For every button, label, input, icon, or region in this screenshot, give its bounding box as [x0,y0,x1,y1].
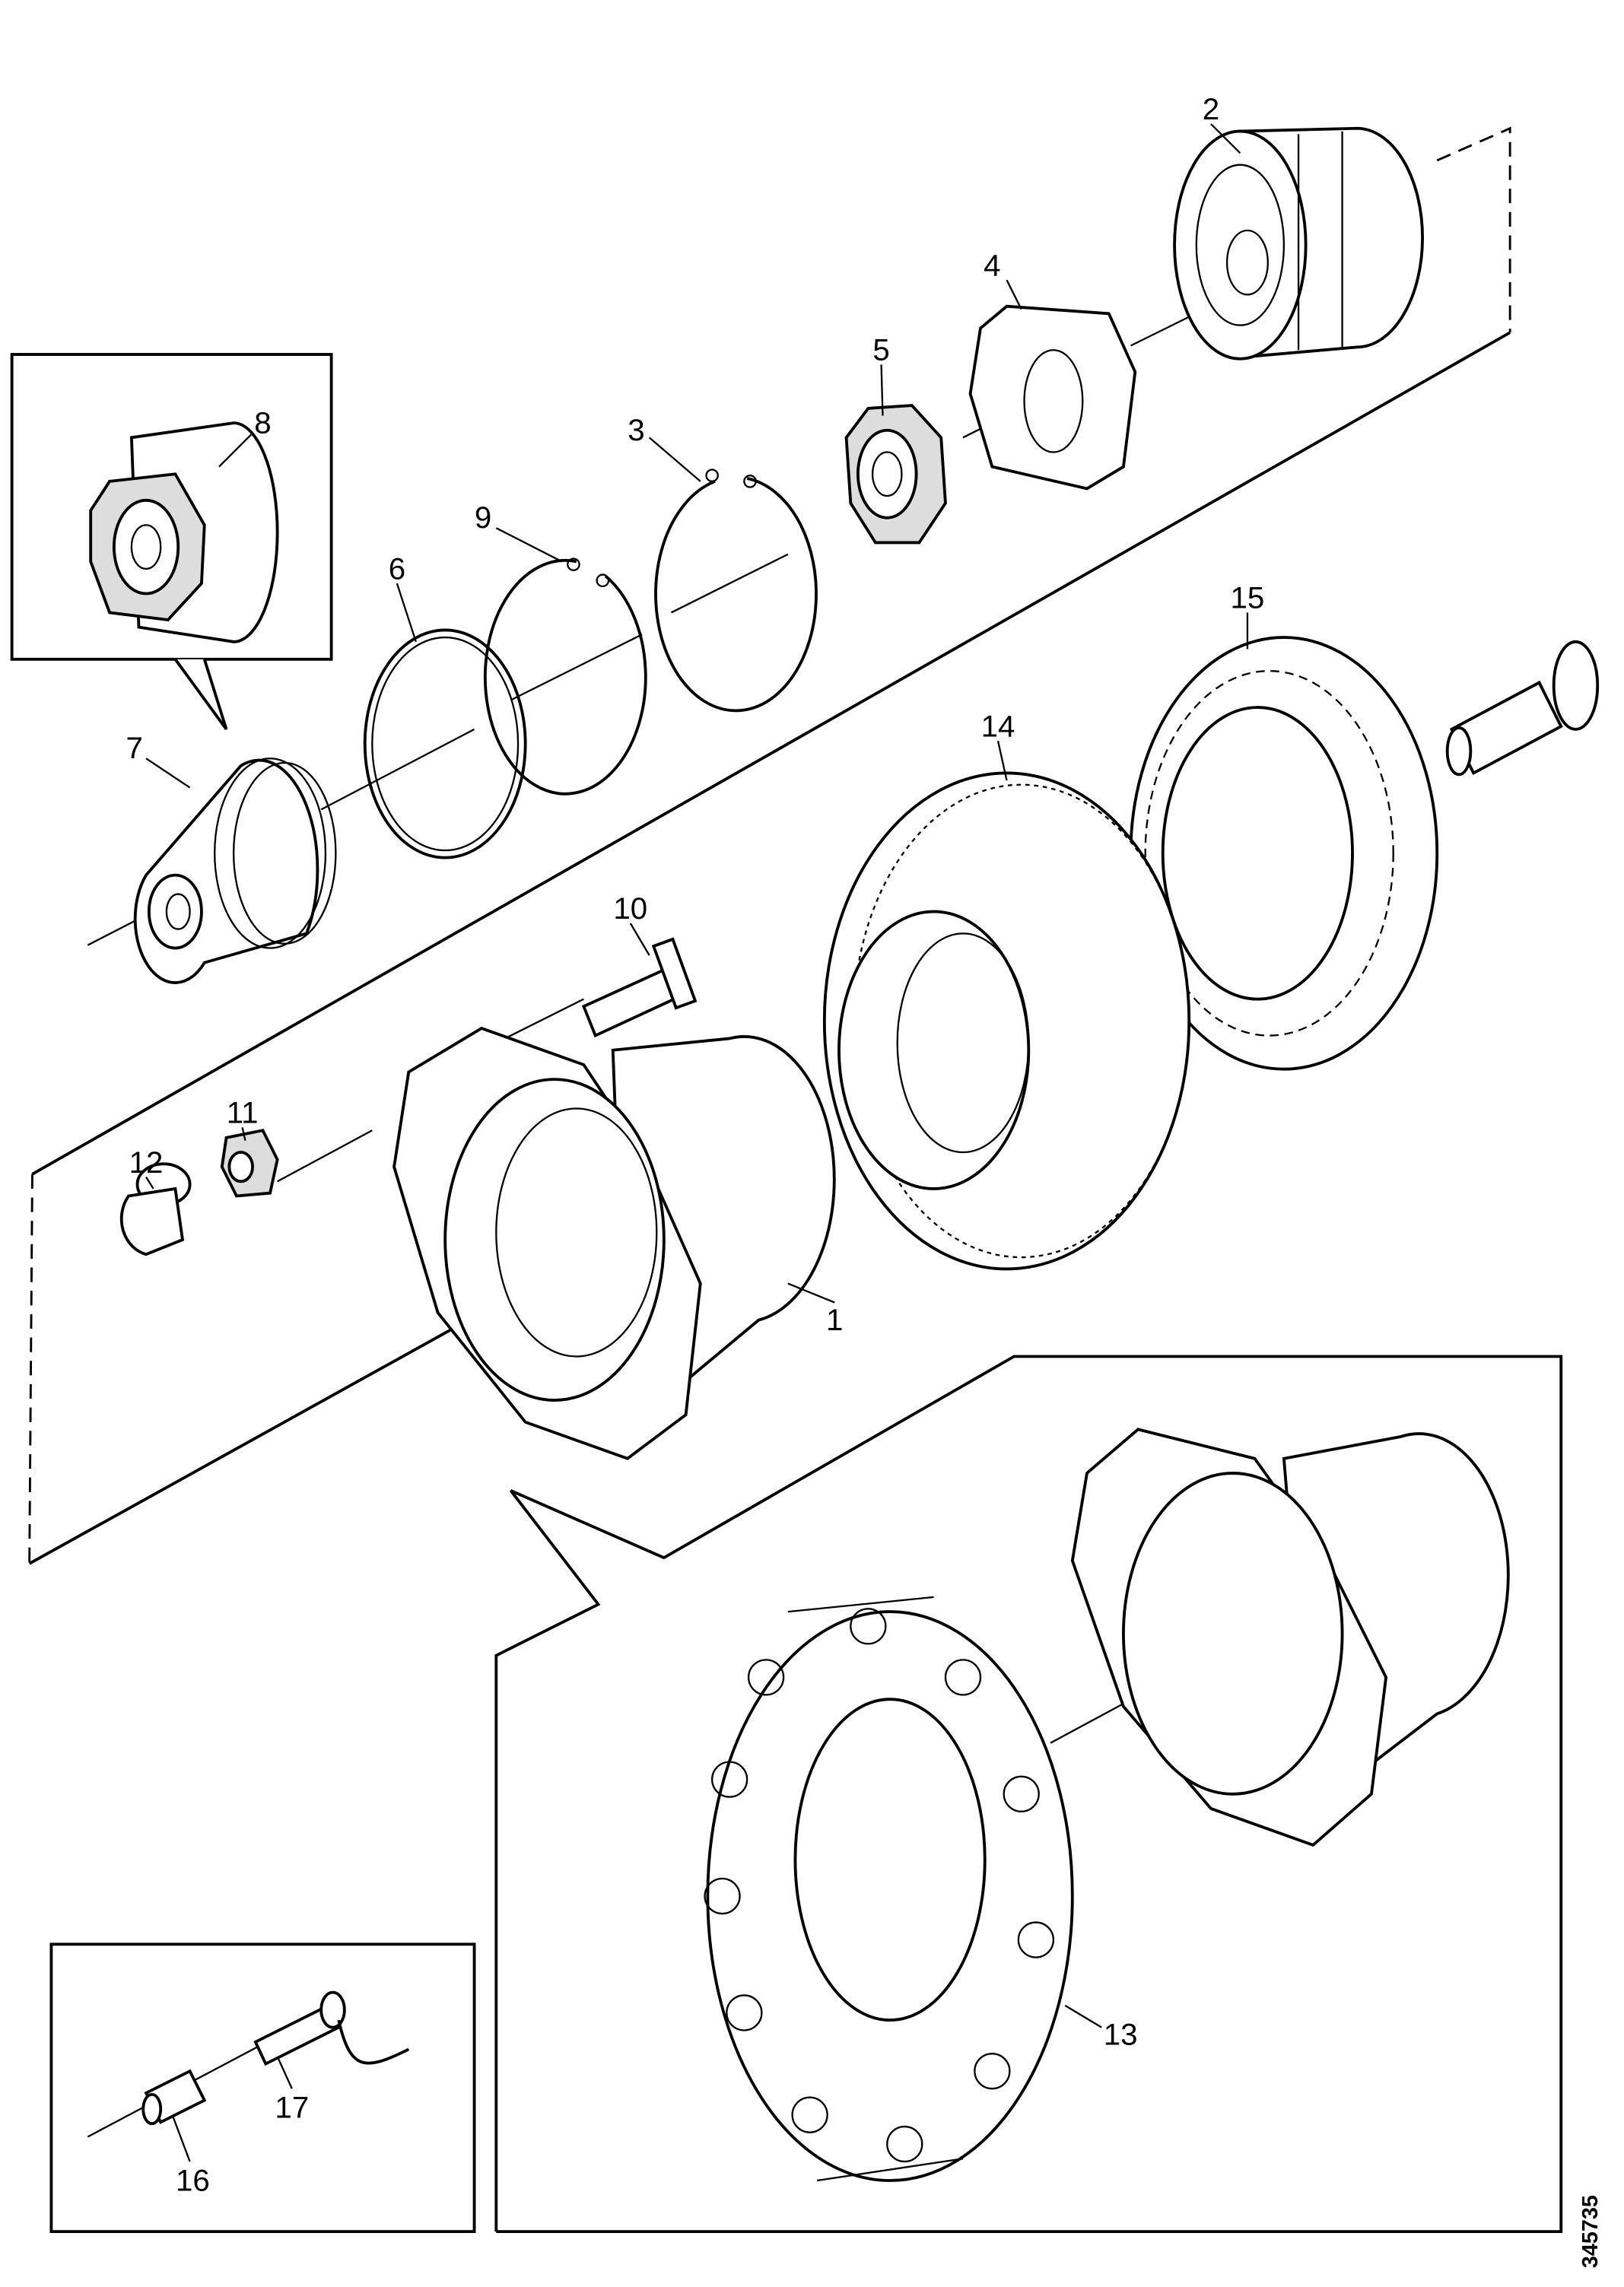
part-7-hub-cap [133,758,337,984]
callout-15: 15 [1231,581,1265,615]
callout-6: 6 [389,551,405,586]
callout-17: 17 [275,2091,309,2125]
callout-4: 4 [984,248,1000,282]
callout-7: 7 [126,731,143,765]
callout-5: 5 [872,333,889,367]
callout-2: 2 [1203,92,1219,126]
part-6-o-ring [363,628,527,859]
callout-11: 11 [227,1096,259,1130]
inset-frame-cap [10,353,333,730]
part-4-lock-plate [968,304,1137,491]
callout-3: 3 [628,413,644,447]
part-2-bearing [1173,126,1424,361]
part-1-wheel-hub [392,1026,836,1460]
callout-10: 10 [613,891,647,926]
part-8-hub-cap-variant [89,421,279,643]
part-17-abs-sensor [253,1990,410,2066]
callout-14: 14 [981,709,1015,743]
part-14-brake-disc [822,771,1191,1271]
inset-frame-sensor [49,1942,476,2234]
callout-8: 8 [254,406,271,440]
callout-12: 12 [129,1145,164,1180]
part-5-castle-nut [844,404,947,545]
wheel-stud [1445,640,1600,777]
callout-13: 13 [1104,2018,1138,2052]
part-16-sensor-sleeve [141,2069,207,2126]
callout-1: 1 [826,1303,843,1337]
part-13-wheel-hub-spacer [704,1596,1074,2182]
part-10-bolt [581,937,698,1038]
callout-labels: 1 2 3 4 5 6 7 8 9 10 11 12 13 14 15 16 1… [126,92,1265,2197]
figure-id: 345735 [1578,2195,1603,2268]
part-11-flange-nut [220,1129,279,1198]
part-9-circlip [483,557,647,796]
part-3-circlip [654,469,818,713]
callout-9: 9 [475,500,491,535]
part-15-abs-tone-ring [1129,636,1439,1071]
part-12-cap-nut [119,1162,192,1256]
callout-16: 16 [176,2163,210,2197]
inset-wheel-hub [1070,1428,1510,1847]
inset-frame-hub-variant [494,1355,1563,2234]
